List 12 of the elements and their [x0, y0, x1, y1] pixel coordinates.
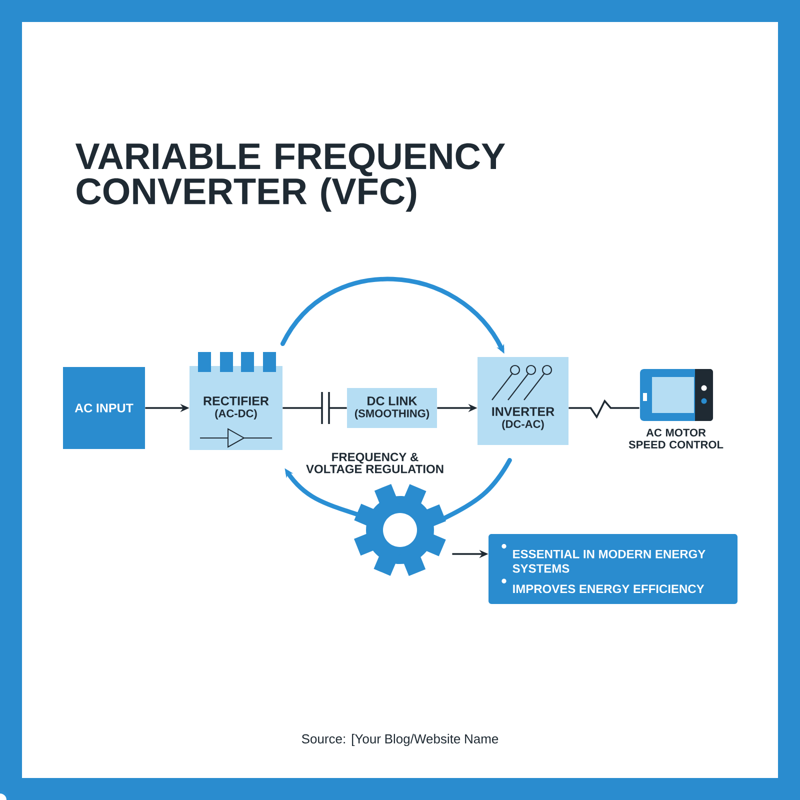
source-note: Source: [Your Blog/Website Name	[302, 734, 498, 746]
gear-icon	[354, 484, 446, 576]
region-label: FREQUENCY & VOLTAGE REGULATION	[306, 452, 444, 474]
process-box: RECTIFIER (AC-DC)	[190, 352, 282, 450]
process-box: INVERTER (DC-AC)	[478, 357, 568, 445]
input-box: AC INPUT	[63, 367, 145, 449]
info-box: ESSENTIAL IN MODERN ENERGY SYSTEMS IMPROVES ENERGY EFFICIENCY	[488, 534, 738, 604]
zigzag-line	[568, 399, 640, 419]
title: VARIABLE FREQUENCY CONVERTER (VFC)	[75, 143, 506, 212]
connector-line	[282, 407, 347, 409]
feedback-arrow	[0, 276, 504, 800]
process-box: DC LINK (SMOOTHING)	[347, 388, 437, 428]
